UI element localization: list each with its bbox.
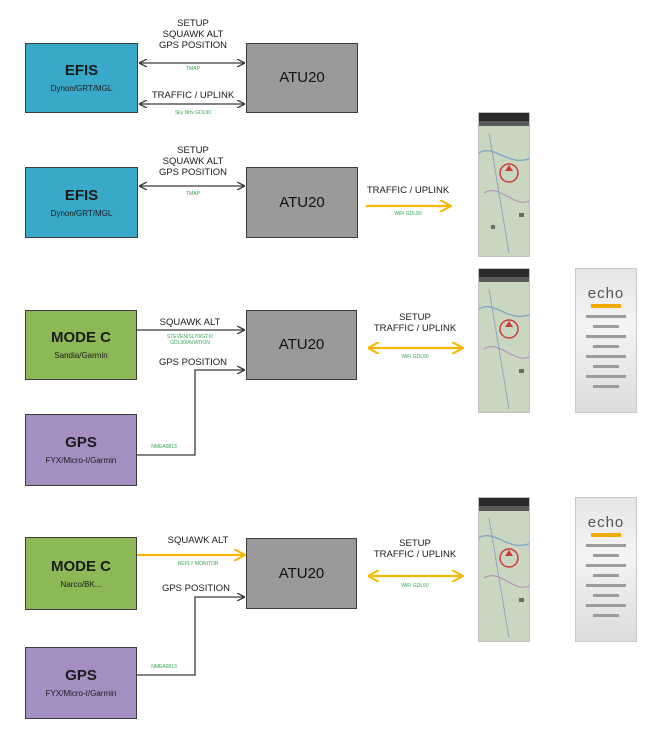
d4-gps-sub: FYX/Micro-I/Garmin (45, 689, 117, 698)
d4-gps-line (137, 597, 244, 676)
tablet-map-icon (478, 112, 530, 257)
d4-mode-c-sub: Narco/BK... (60, 579, 102, 589)
d3-mode-c-sub: Sandia/Garmin (54, 351, 108, 360)
d2-setup-label: SETUP SQUAWK ALT GPS POSITION (158, 145, 228, 178)
d1-setup-label: SETUP SQUAWK ALT GPS POSITION (158, 18, 228, 51)
d2-efis-box: EFIS Dynon/GRT/MGL (25, 167, 138, 238)
d2-efis-title: EFIS (64, 186, 99, 204)
map-graphic (479, 517, 529, 639)
echo-app-icon: echo (575, 497, 637, 642)
d3-wifi-sub: WiFi GDL90 (401, 354, 429, 360)
d3-atu-box: ATU20 (246, 310, 357, 380)
d1-atu-title: ATU20 (279, 69, 325, 86)
d3-wifi-label: SETUP TRAFFIC / UPLINK (373, 312, 457, 334)
d4-squawk-label: SQUAWK ALT (167, 535, 229, 546)
d4-atu-title: ATU20 (278, 564, 325, 582)
d4-gps-position-label: GPS POSITION (161, 583, 231, 594)
d4-squawk-sub: REPLY MONITOR (177, 561, 219, 567)
map-graphic (479, 288, 529, 410)
d3-mode-c-box: MODE C Sandia/Garmin (25, 310, 137, 380)
d1-atu-box: ATU20 (246, 43, 358, 113)
d1-efis-box: EFIS Dynon/GRT/MGL (25, 43, 138, 113)
d1-traffic-label: TRAFFIC / UPLINK (151, 90, 235, 101)
d4-gps-title: GPS (65, 667, 97, 684)
d2-efis-sub: Dynon/GRT/MGL (50, 208, 113, 218)
tablet-map-icon (478, 497, 530, 642)
d1-traffic-sub: Sky Ntrv GDL90 (174, 110, 212, 116)
d1-efis-title: EFIS (64, 62, 99, 79)
d3-gps-title: GPS (65, 434, 97, 451)
d4-wifi-sub: WiFi GDL90 (401, 583, 429, 589)
map-graphic (479, 132, 529, 254)
echo-app-icon: echo (575, 268, 637, 413)
d2-atu-box: ATU20 (246, 167, 358, 238)
d2-setup-sub: TMAP (186, 191, 200, 197)
d4-wifi-label: SETUP TRAFFIC / UPLINK (373, 538, 457, 560)
d3-gps-line (137, 370, 244, 456)
d4-atu-box: ATU20 (246, 538, 357, 609)
d4-gps-box: GPS FYX/Micro-I/Garmin (25, 647, 137, 719)
d3-squawk-label: SQUAWK ALT (159, 317, 221, 328)
d4-mode-c-box: MODE C Narco/BK... (25, 537, 137, 610)
d3-gps-position-label: GPS POSITION (158, 357, 228, 368)
d2-wifi-label: TRAFFIC / UPLINK (366, 185, 450, 196)
tablet-map-icon (478, 268, 530, 413)
d1-efis-sub: Dynon/GRT/MGL (50, 84, 113, 93)
d3-gps-sub: FYX/Micro-I/Garmin (45, 456, 117, 465)
d4-gps-sub-label: NMEA0813 (151, 664, 177, 670)
d3-gps-sub-label: NMEA0813 (151, 444, 177, 450)
d2-atu-title: ATU20 (279, 193, 325, 211)
d3-atu-title: ATU20 (278, 336, 325, 353)
d4-mode-c-title: MODE C (51, 557, 111, 575)
d3-gps-box: GPS FYX/Micro-I/Garmin (25, 414, 137, 486)
d2-wifi-sub: WiFi GDL90 (394, 211, 422, 217)
d3-mode-c-title: MODE C (51, 329, 111, 346)
echo-logo: echo (587, 285, 625, 302)
echo-logo: echo (587, 514, 625, 531)
d1-setup-sub: TMAP (186, 66, 200, 72)
d3-squawk-sub: STEVEN/SL70/GTX/ GDL90/AVIATION (166, 334, 214, 346)
